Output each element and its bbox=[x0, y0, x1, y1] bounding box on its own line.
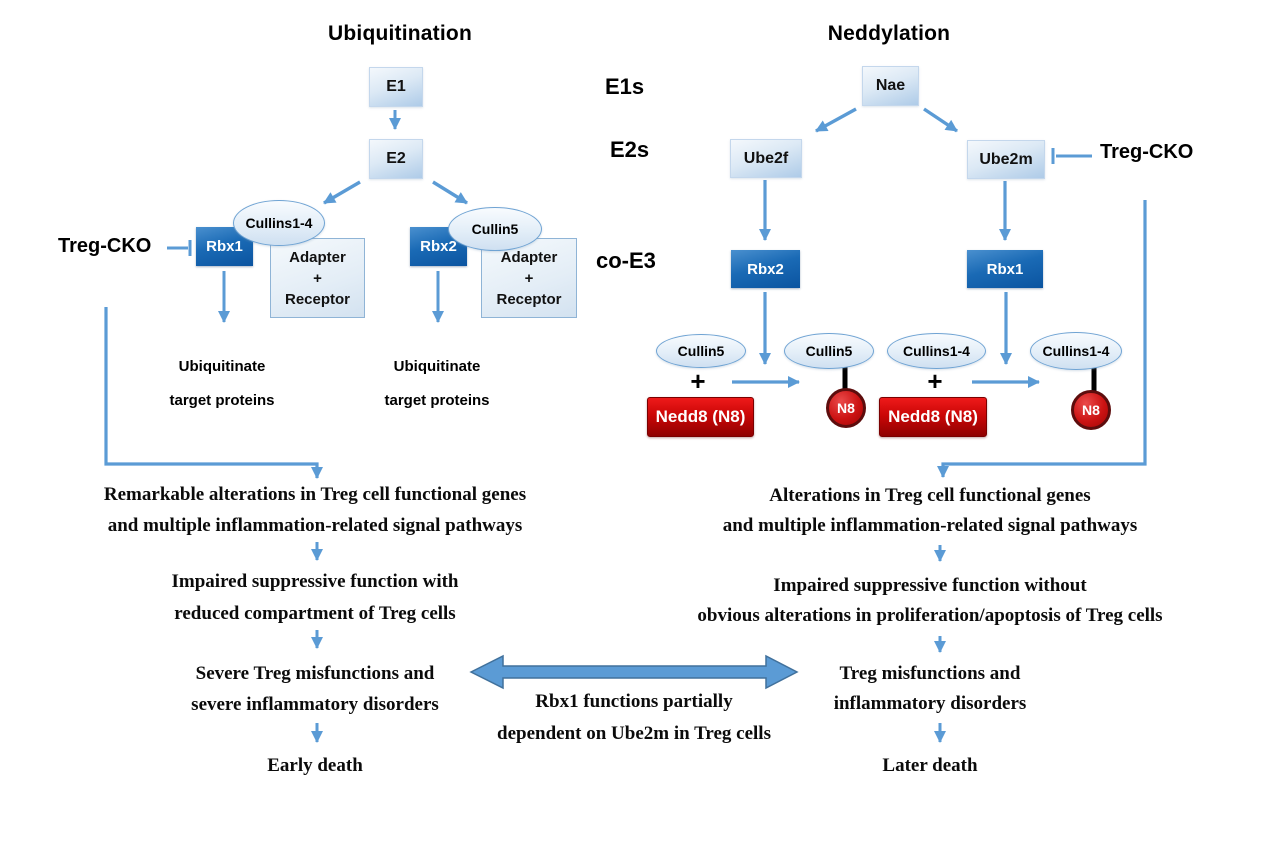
adapter-plus: + bbox=[313, 269, 322, 287]
left-outcome-impaired-line1: Impaired suppressive function with bbox=[171, 571, 459, 592]
plus-sign-cullins1-4: + bbox=[927, 366, 943, 396]
arrow-e2-to-cullins14 bbox=[323, 180, 361, 205]
plus-sign-cullin5: + bbox=[690, 366, 706, 396]
left-outcome-alterations-line1: Remarkable alterations in Treg cell func… bbox=[103, 484, 527, 505]
right-outcome-alterations-line1: Alterations in Treg cell functional gene… bbox=[769, 485, 1091, 506]
arrow-nae-to-ube2f bbox=[815, 107, 857, 133]
cullins1-4-product-ellipse: Cullins1-4 bbox=[1030, 332, 1122, 370]
cullin5-product-ellipse: Cullin5 bbox=[784, 333, 874, 369]
nae-box: Nae bbox=[862, 66, 919, 106]
left-outcome-impaired-line2: reduced compartment of Treg cells bbox=[174, 603, 456, 624]
n8-badge-left: N8 bbox=[826, 388, 866, 428]
ube2m-box: Ube2m bbox=[967, 140, 1045, 179]
left-outcome-misfunction-line1: Severe Treg misfunctions and bbox=[195, 663, 435, 684]
tregcko-label-left: Treg-CKO bbox=[58, 235, 152, 257]
receptor-label: Receptor bbox=[284, 290, 351, 308]
neddylation-title: Neddylation bbox=[827, 22, 951, 45]
right-outcome-impaired-line2: obvious alterations in proliferation/apo… bbox=[697, 605, 1163, 626]
adapter-label: Adapter bbox=[500, 248, 558, 266]
tier-label-e2s: E2s bbox=[610, 137, 650, 162]
right-outcome-alterations-line2: and multiple inflammation-related signal… bbox=[722, 515, 1138, 536]
ube2f-box: Ube2f bbox=[730, 139, 802, 178]
nedd8-box-left: Nedd8 (N8) bbox=[647, 397, 754, 437]
ubiquitinate-text-2a: Ubiquitinate bbox=[393, 358, 481, 375]
cullin5-ellipse-left: Cullin5 bbox=[448, 207, 542, 251]
right-outcome-misfunction-line1: Treg misfunctions and bbox=[839, 663, 1021, 684]
ubiquitination-title: Ubiquitination bbox=[328, 22, 472, 45]
comparison-note-line2: dependent on Ube2m in Treg cells bbox=[497, 723, 771, 744]
arrow-nae-to-ube2m bbox=[923, 107, 958, 133]
ubiquitinate-text-2b: target proteins bbox=[384, 392, 490, 409]
adapter-receptor-box-left: Adapter + Receptor bbox=[270, 238, 365, 318]
tier-label-co-e3: co-E3 bbox=[596, 248, 656, 273]
left-outcome-alterations-line2: and multiple inflammation-related signal… bbox=[107, 515, 523, 536]
right-outcome-misfunction-line2: inflammatory disorders bbox=[833, 693, 1027, 714]
right-outcome-death: Later death bbox=[882, 755, 978, 776]
adapter-label: Adapter bbox=[289, 248, 346, 266]
e1-box: E1 bbox=[369, 67, 423, 107]
ubiquitinate-text-1a: Ubiquitinate bbox=[178, 358, 266, 375]
cullins1-4-ellipse-left: Cullins1-4 bbox=[233, 200, 325, 246]
rbx1-box-right: Rbx1 bbox=[967, 250, 1043, 288]
comparison-note-line1: Rbx1 functions partially bbox=[535, 691, 733, 712]
tier-label-e1s: E1s bbox=[605, 74, 645, 99]
inhibitor-tregcko-rbx1 bbox=[167, 240, 192, 256]
inhibitor-tregcko-ube2m bbox=[1051, 148, 1092, 164]
nedd8-box-right: Nedd8 (N8) bbox=[879, 397, 987, 437]
adapter-receptor-box-right: Adapter + Receptor bbox=[481, 238, 577, 318]
n8-badge-right: N8 bbox=[1071, 390, 1111, 430]
adapter-plus: + bbox=[524, 269, 534, 287]
cullins1-4-substrate-ellipse: Cullins1-4 bbox=[887, 333, 986, 369]
ubiquitinate-text-1b: target proteins bbox=[169, 392, 275, 409]
e2-box: E2 bbox=[369, 139, 423, 179]
receptor-label: Receptor bbox=[496, 290, 562, 308]
left-outcome-misfunction-line2: severe inflammatory disorders bbox=[191, 694, 439, 715]
cullin5-substrate-ellipse: Cullin5 bbox=[656, 334, 746, 368]
right-outcome-impaired-line1: Impaired suppressive function without bbox=[773, 575, 1087, 596]
left-outcome-death: Early death bbox=[267, 755, 363, 776]
rbx2-box-right: Rbx2 bbox=[731, 250, 800, 288]
tregcko-label-right: Treg-CKO bbox=[1100, 141, 1194, 163]
arrow-e2-to-cullin5 bbox=[432, 180, 468, 205]
